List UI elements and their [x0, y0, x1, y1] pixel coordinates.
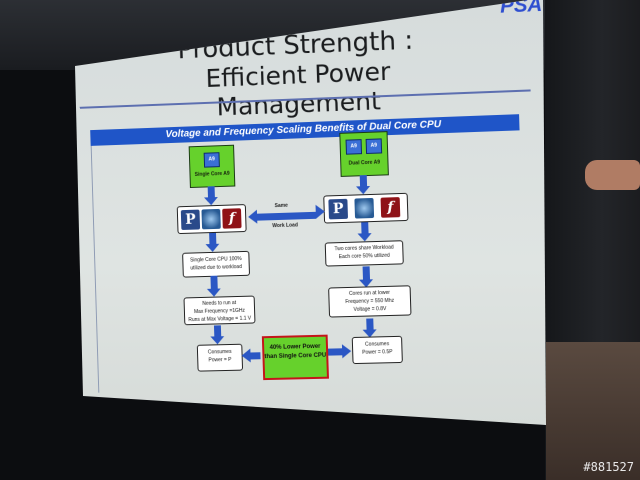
flow-arrow [366, 318, 374, 331]
single-core-apps: P f [176, 204, 247, 235]
flow-arrow [213, 325, 222, 338]
dual-core-status: Two cores share Workload Each core 50% u… [324, 240, 404, 267]
dual-core-consumes: Consumes Power = 0.5P [351, 335, 403, 365]
flow-arrow [359, 175, 368, 188]
core-a9-icon: A9 [345, 139, 363, 155]
dual-core-apps: P f [323, 192, 409, 224]
workload-label: Work Load [272, 222, 299, 230]
flow-arrow [362, 266, 371, 281]
arrow-right-icon [315, 204, 325, 219]
flow-arrow [361, 222, 369, 235]
flow-arrow [210, 275, 218, 290]
flash-app-icon: f [222, 208, 242, 229]
slide: PSA Product Strength : Efficient Power M… [78, 0, 546, 404]
flow-arrow [207, 186, 215, 199]
single-core-run-at: Needs to run at Max Frequency =1GHz Runs… [183, 295, 256, 326]
podium [546, 342, 640, 480]
single-core-consumes: Consumes Power = P [196, 343, 244, 372]
dual-core-chip-label: Dual Core A9 [348, 159, 381, 167]
dual-run-line3: Voltage = 0.8V [353, 306, 387, 313]
arrow-left-icon [247, 209, 258, 224]
single-consumes-line2: Power = P [208, 356, 232, 364]
single-core-chip: A9 Single Core A9 [188, 144, 236, 189]
highlight-line2: than Single Core CPU [264, 352, 327, 361]
core-a9-icon: A9 [365, 138, 383, 154]
single-core-status: Single Core CPU 100% utilized due to wor… [182, 250, 251, 278]
watermark: #881527 [583, 460, 634, 474]
single-core-chip-label: Single Core A9 [194, 170, 230, 178]
power-savings-highlight: 40% Lower Power than Single Core CPU [261, 334, 329, 381]
arrow-left-icon [241, 348, 251, 363]
dual-core-chip: A9 A9 Dual Core A9 [339, 131, 389, 177]
flash-app-icon: f [380, 197, 401, 218]
flow-arrow [209, 232, 217, 246]
sphere-app-icon [354, 197, 375, 219]
dual-core-run-at: Cores run at lower Frequency = 550 Mhz V… [328, 285, 412, 318]
core-a9-icon: A9 [203, 152, 220, 168]
single-run-line3: Runs at Max Voltage = 1.1 V [188, 315, 252, 324]
p-app-icon: P [180, 209, 201, 231]
p-app-icon: P [328, 198, 349, 220]
presenter-hand [585, 160, 640, 190]
same-label: Same [274, 202, 289, 210]
sphere-app-icon [201, 208, 221, 230]
arrow-right-icon [341, 344, 352, 359]
dual-consumes-line2: Power = 0.5P [362, 349, 393, 356]
